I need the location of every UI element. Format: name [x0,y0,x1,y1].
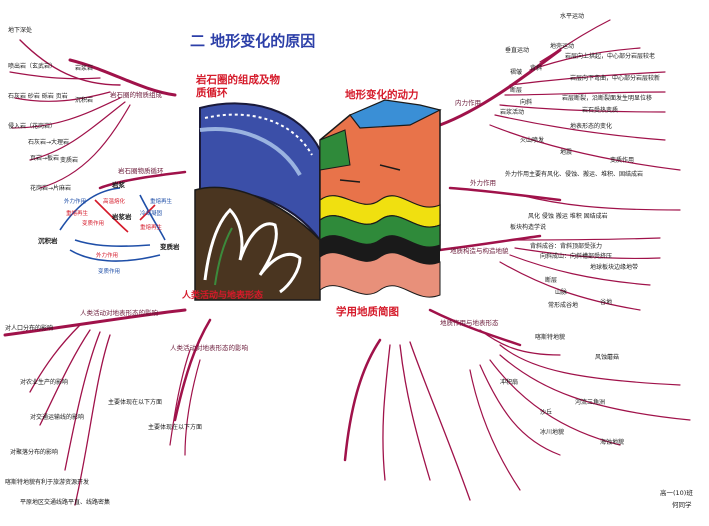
cycle-node-metamorphic: 变质岩 [160,243,180,251]
leaf-right-bottom-a-7: 谷地 [600,299,613,306]
leaf-left-bottom-a-0: 对人口分布的影响 [5,325,54,332]
leaf-right-top-0: 水平运动 [560,13,585,20]
leaf-left-top-5: 石灰岩 砂岩 砾岩 页岩 [8,93,68,100]
leaf-left-top-1: 岩浆岩 [75,65,94,72]
cycle-arrow-3 [69,249,161,262]
leaf-right-bottom-a-0: 背斜成谷：背斜顶部受张力 [530,243,603,250]
leaf-right-top-5: 向斜 [520,99,533,106]
cycle-node-sedimentary: 沉积岩 [38,237,58,245]
cycle-center-magma: 岩浆 [112,181,125,189]
leaf-left-top-7: 石灰岩→大理岩 [28,139,70,146]
rock-cycle-illustration [194,102,321,301]
leaf-right-bottom-b-5: 冰川地貌 [540,429,565,436]
leaf-left-top-2: 喷出岩（玄武岩） [8,63,57,70]
leaf-right-bottom-b-4: 沙丘 [540,409,553,416]
branch-label-right-bottom-a: 地质构造与构造地貌 [450,247,509,255]
leaf-right-top-10: 岩石受热变质 [582,107,619,114]
branch-right-mid [448,186,562,202]
header-human: 人类活动与地表形态 [182,291,264,301]
header-sections: 学用地质简图 [336,306,399,318]
leaf-right-bottom-a-6: 山脉 [555,289,568,296]
branch-left-mid [98,170,187,190]
branch-label-right-mid: 外力作用 [470,179,496,187]
signature-class: 高一(10)班 [660,489,693,497]
cycle-arrow-1 [59,187,121,231]
cycle-label-red-0: 重熔再生 [66,211,89,217]
branch-right-bottom-a [428,308,522,347]
branch-right-lower [438,234,542,252]
leaf-right-top-14: 地震 [560,149,573,156]
page-title: 二 地形变化的原因 [190,32,316,50]
leaf-left-bottom-a-1: 对农业生产的影响 [20,379,69,386]
cycle-arrow-4 [94,199,129,233]
leaf-right-bottom-b-6: 海蚀地貌 [600,439,625,446]
cycle-label-red-1: 变质作用 [82,221,105,227]
leaf-left-bottom-a-5: 平原地区交通线路平直、线路密集 [20,499,111,506]
branch-label-right-top: 内力作用 [455,99,481,107]
branch-label-left-top: 岩石圈的物质组成 [110,91,162,99]
cycle-arrow-2 [139,194,166,241]
cycle-label-blue-3: 变质作用 [98,269,121,275]
leaf-right-mid-0: 外力作用主要有风化、侵蚀、搬运、堆积、固结成岩 [505,171,644,178]
leaf-right-top-2: 地壳运动 [550,43,575,50]
leaf-left-bottom-b-1: 主要体现在以下方面 [148,424,203,431]
cycle-label-blue-1: 冷却凝固 [140,211,163,217]
branch-left-top [68,58,177,97]
leaf-right-mid-1: 风化 侵蚀 搬运 堆积 固结成岩 [528,213,608,220]
header-rock-cycle: 岩石圈的组成及物质循环 [196,74,280,99]
branch-left-bottom-b [173,318,212,422]
leaf-right-top-12: 岩浆活动 [500,109,525,116]
leaf-right-bottom-a-1: 向斜成山：向斜槽部受挤压 [540,253,613,260]
leaf-left-bottom-a-3: 对聚落分布的影响 [10,449,59,456]
leaf-left-bottom-b-0: 主要体现在以下方面 [108,399,163,406]
branch-label-left-bottom-b: 人类活动对地表形态的影响 [170,344,248,352]
leaf-right-bottom-b-3: 河流三角洲 [575,399,606,406]
leaf-right-bottom-a-5: 地球板块边缘地带 [590,264,639,271]
leaf-right-bottom-b-0: 喀斯特地貌 [535,334,566,341]
cycle-label-red-2: 重熔再生 [140,225,163,231]
leaf-left-bottom-a-4: 喀斯特地貌有利于旅游资源开发 [5,479,90,486]
branch-right-top [438,48,562,127]
leaf-left-top-9: 花岗岩→片麻岩 [30,185,72,192]
leaf-right-top-11: 地表形态的变化 [570,123,613,130]
signature-name: 何同学 [672,501,692,509]
cycle-arrow-5 [139,204,156,221]
leaf-left-top-0: 地下深处 [8,27,33,34]
cycle-label-blue-2: 重熔再生 [150,199,173,205]
leaf-right-top-3: 褶皱 [510,69,523,76]
leaf-right-top-1: 垂直运动 [505,47,530,54]
leaf-right-top-4: 背斜 [530,65,543,72]
cycle-label-blue-0: 外力作用 [64,199,87,205]
leaf-left-top-6: 变质岩 [60,157,79,164]
branch-label-left-bottom-a: 人类活动对地表形态的影响 [80,309,158,317]
cycle-label-red-3: 外力作用 [96,253,119,259]
leaf-right-bottom-b-1: 风蚀蘑菇 [595,354,620,361]
leaf-right-bottom-b-2: 冲积扇 [500,379,519,386]
leaf-left-top-4: 沉积岩 [75,97,94,104]
leaf-right-bottom-a-3: 常形成谷地 [548,302,579,309]
leaf-right-top-9: 岩层断裂，沿断裂面发生明显位移 [562,95,653,102]
leaf-left-top-3: 侵入岩（花岗岩） [8,123,57,130]
leaf-right-top-8: 岩层向下弯曲，中心部分岩层较新 [570,75,661,82]
branch-label-right-bottom-b: 地质作用与地表形态 [440,319,499,327]
leaf-right-top-13: 火山喷发 [520,137,545,144]
leaf-right-top-6: 断层 [510,87,523,94]
leaf-left-top-8: 页岩→板岩 [30,155,60,162]
header-dynamics: 地形变化的动力 [345,89,419,101]
leaf-left-bottom-a-2: 对交通运输线的影响 [30,414,85,421]
leaf-right-bottom-a-2: 断层 [545,277,558,284]
cycle-center-melt: 高温熔化 [103,199,126,205]
branch-left-bottom-a [3,308,187,337]
leaf-right-top-15: 变质作用 [610,157,635,164]
geology-block-diagram [319,99,442,298]
leaf-right-top-7: 岩层向上拱起，中心部分岩层较老 [565,53,656,60]
cycle-arrow-6 [74,239,151,247]
branch-bottom-center [343,338,382,462]
leaf-right-bottom-a-4: 板块构造学说 [510,224,547,231]
branch-label-left-mid: 岩石圈物质循环 [118,167,164,175]
cycle-node-igneous: 岩浆岩 [112,213,132,221]
